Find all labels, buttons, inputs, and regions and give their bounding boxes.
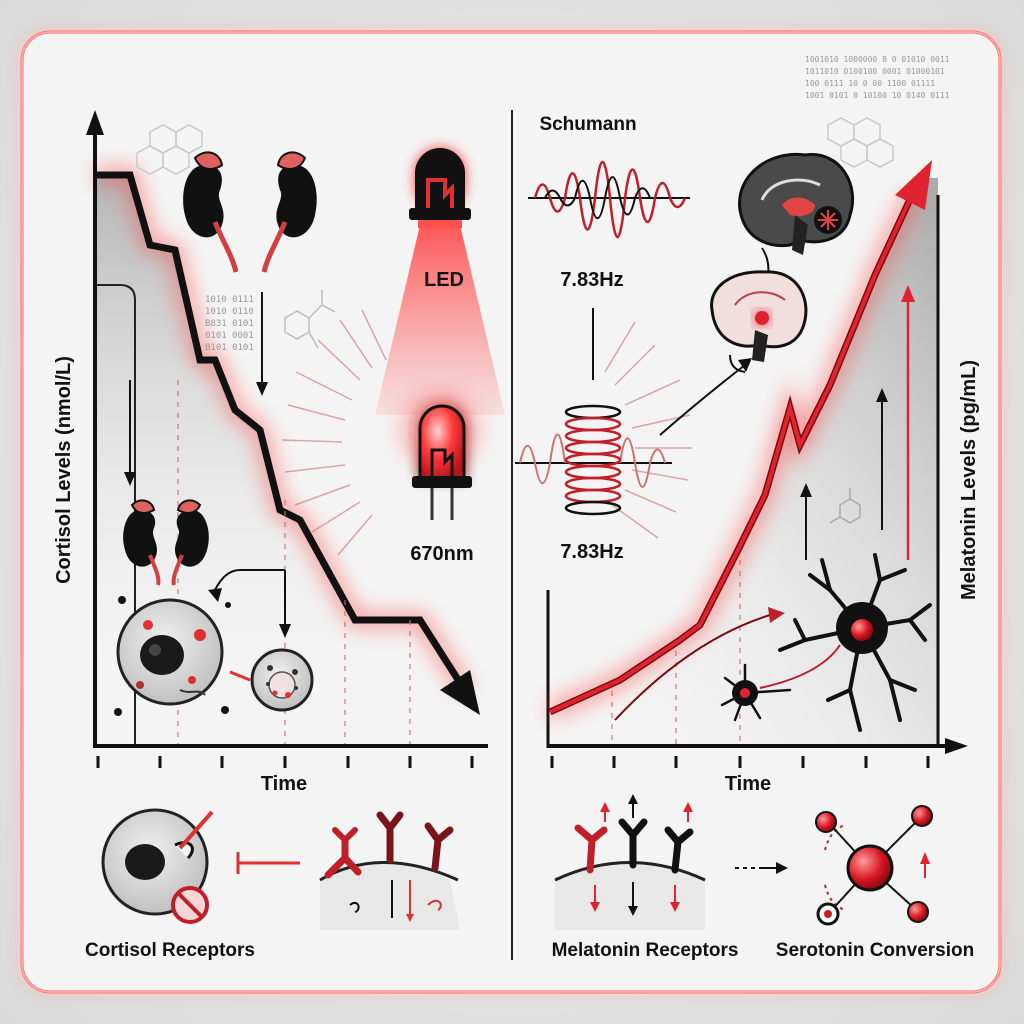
cortisol-receptors-caption: Cortisol Receptors (85, 940, 255, 961)
serotonin-molecule-icon (815, 805, 933, 926)
melatonin-x-ticks (550, 756, 930, 768)
led-bottom-icon (412, 404, 472, 520)
led-top-icon (409, 148, 471, 228)
immune-cell-small-icon (250, 648, 314, 712)
binary-code-left: 1010 0111 1010 0110 B831 0101 0101 0001 … (205, 295, 254, 353)
frequency-label-coil: 7.83Hz (560, 541, 623, 563)
cortisol-y-axis-label: Cortisol Levels (nmol/L) (53, 356, 75, 584)
neuron-large-icon (778, 553, 932, 732)
cortisol-x-axis-label: Time (261, 773, 307, 795)
melatonin-membrane-receptors-icon (554, 794, 706, 930)
particles-left (114, 596, 231, 716)
brain-arrow-small (729, 354, 746, 373)
cell-arrow-curve (214, 569, 285, 591)
svg-text:B101 0101: B101 0101 (205, 343, 254, 353)
molecule-left-icon (284, 290, 336, 349)
cell-arrow-head (208, 588, 222, 602)
melatonin-y-axis-label: Melatonin Levels (pg/mL) (958, 360, 980, 600)
cortisol-area-fill (95, 175, 490, 745)
cortisol-chart (86, 110, 490, 768)
cortisol-arrowhead (440, 670, 480, 715)
melatonin-line (549, 194, 914, 714)
adrenal-kidneys-lower-icon (123, 499, 209, 586)
led-light-beam (375, 225, 505, 415)
neuron-link (759, 644, 841, 689)
upward-arrows-right (800, 285, 915, 560)
melatonin-arrowhead (895, 160, 932, 210)
hexagon-pattern-left-icon (136, 124, 203, 175)
melatonin-x-arrow (945, 738, 968, 754)
conversion-arrow-icon (735, 862, 788, 874)
cortisol-receptor-cell-icon (101, 808, 214, 916)
svg-text:1001010 1000000 8 0 01010 0011: 1001010 1000000 8 0 01010 0011 (805, 55, 950, 64)
serotonin-conversion-caption: Serotonin Conversion (776, 940, 974, 961)
neuron-small-icon (720, 663, 792, 722)
cortisol-membrane-receptors-icon (319, 811, 460, 930)
outer-frame-inner (21, 31, 1001, 993)
svg-text:100 0111 10 0 00 1100 01111: 100 0111 10 0 00 1100 01111 (805, 79, 935, 88)
inhibition-marker-icon (236, 852, 300, 874)
coil-icon (564, 404, 622, 516)
svg-text:0101 0001: 0101 0001 (205, 331, 254, 341)
melatonin-gridlines (611, 560, 741, 745)
hexagon-pattern-right-icon (827, 117, 894, 168)
prohibition-icon (171, 886, 209, 924)
svg-text:B831 0101: B831 0101 (205, 319, 254, 329)
binary-code-right: 1001010 1000000 8 0 01010 0011 1011010 0… (805, 55, 950, 100)
svg-text:1011010 0100100 0001 01000101: 1011010 0100100 0001 01000101 (805, 67, 945, 76)
cortisol-x-ticks (96, 756, 474, 768)
neuron-signal-arrow (614, 614, 771, 721)
coil-to-brain-arrowhead (738, 358, 752, 372)
cell-link (229, 670, 251, 682)
center-radiating-rays (281, 309, 692, 556)
brain-top-icon (738, 152, 855, 255)
svg-text:1001 0101 0 10100 10 0140 0111: 1001 0101 0 10100 10 0140 0111 (805, 91, 950, 100)
schumann-label: Schumann (539, 114, 636, 135)
immune-cell-large-icon (116, 598, 224, 706)
left-down-arrow-head (124, 472, 136, 486)
cortisol-y-arrow (86, 110, 104, 135)
melatonin-receptors-caption: Melatonin Receptors (552, 940, 739, 961)
adrenal-kidneys-top-icon (183, 151, 317, 273)
brain-middle-icon (710, 270, 808, 362)
neuron-signal-arrowhead (768, 607, 785, 623)
molecule-right-icon (829, 488, 861, 524)
svg-text:1010 0111: 1010 0111 (205, 295, 254, 305)
cortisol-inner-curve (95, 284, 136, 745)
kidney-arrow-head (256, 382, 268, 396)
svg-text:1010 0110: 1010 0110 (205, 307, 254, 317)
melatonin-x-axis-label: Time (725, 773, 771, 795)
schumann-waveform-icon (528, 161, 690, 238)
cortisol-line (95, 171, 465, 688)
cell-arrow-down-head (279, 624, 291, 638)
wavelength-label: 670nm (410, 543, 473, 565)
frequency-label-top: 7.83Hz (560, 269, 623, 291)
coil-to-brain-arrow (659, 364, 746, 436)
coil-waveform-icon (515, 433, 672, 488)
led-label: LED (424, 269, 464, 291)
